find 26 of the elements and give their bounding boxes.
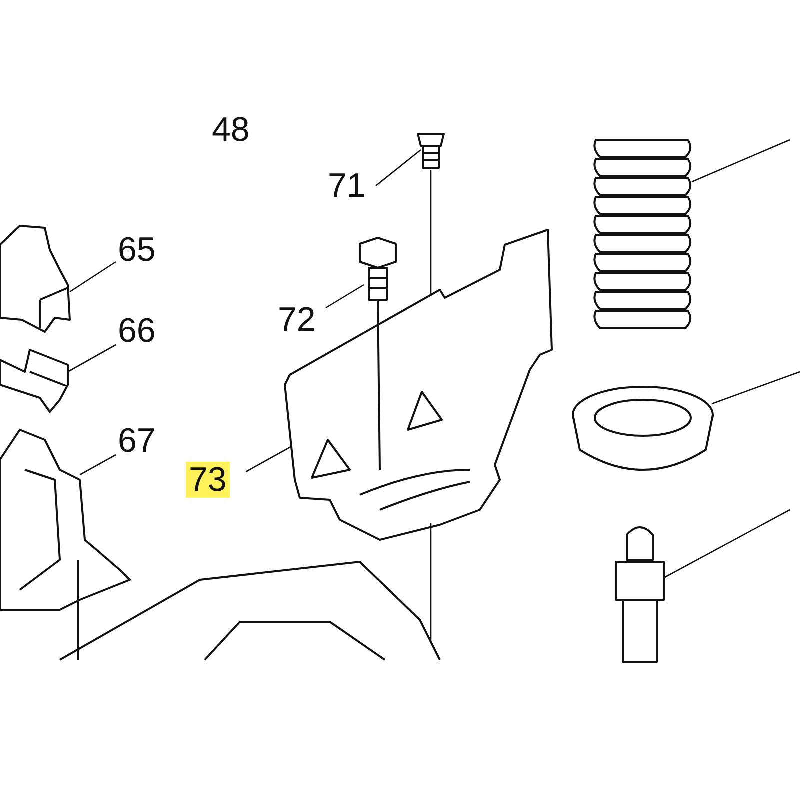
assembly-line: [430, 523, 432, 641]
base-drawing: [60, 561, 441, 661]
bolt-drawing: [359, 237, 397, 301]
leader-line: [80, 454, 116, 476]
screw-drawing: [417, 133, 445, 169]
callout-number: 66: [118, 313, 156, 349]
leader-line: [326, 284, 364, 309]
callout-number: 71: [328, 168, 366, 204]
seal-drawing: [572, 386, 714, 471]
callout-number: 48: [212, 112, 250, 148]
leader-line: [246, 446, 292, 473]
leader-line: [70, 261, 116, 293]
callout-number: 67: [118, 423, 156, 459]
leader-line: [712, 371, 800, 405]
leader-line: [376, 150, 422, 186]
clip-drawing: [0, 349, 69, 413]
spring-drawing: [594, 139, 692, 329]
callout-number: 72: [278, 302, 316, 338]
leader-line: [68, 344, 116, 373]
stud-drawing: [615, 526, 665, 663]
assembly-line: [430, 170, 432, 296]
callout-number: 65: [118, 232, 156, 268]
leader-line: [664, 509, 790, 579]
highlighted-callout-number: 73: [186, 462, 230, 498]
leader-line: [692, 139, 790, 183]
block-drawing: [0, 225, 71, 333]
